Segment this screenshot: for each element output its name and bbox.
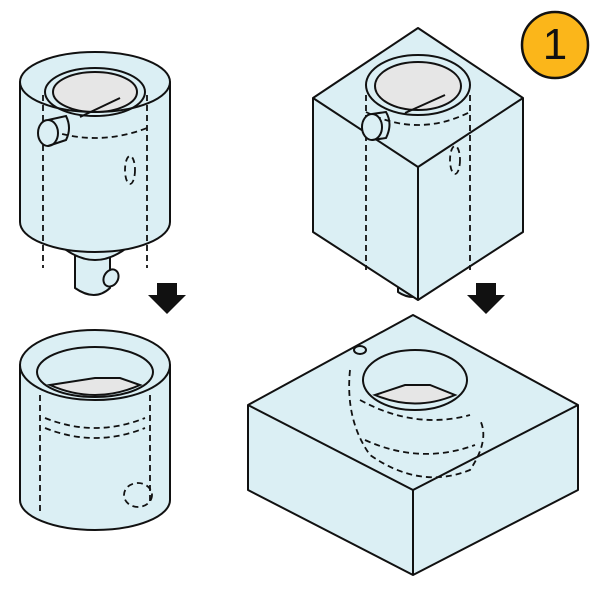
step-badge xyxy=(520,10,590,80)
down-arrow-icon xyxy=(148,283,186,314)
round-sleeve-part xyxy=(19,329,171,531)
down-arrow-icon xyxy=(467,283,505,314)
square-insert-part xyxy=(312,27,524,301)
round-insert-part xyxy=(19,51,171,296)
square-block-part xyxy=(247,314,579,576)
step-number: 1 xyxy=(542,20,568,69)
